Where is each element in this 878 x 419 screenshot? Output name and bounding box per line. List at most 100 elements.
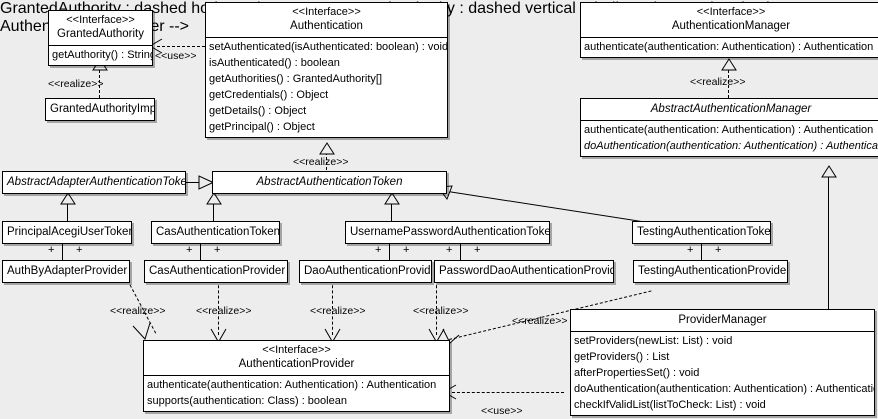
class-members-authentication: setAuthenticated(isAuthenticated: boolea…	[206, 37, 447, 137]
class-members-abstract-authentication-manager: authenticate(authentication: Authenticat…	[581, 120, 878, 156]
edge-label-use-authentication-grantedauthority: <<use>>	[155, 50, 197, 62]
class-name-testing-authentication-token: TestingAuthenticationToken	[637, 226, 770, 238]
multiplicity-plus: +	[186, 244, 193, 256]
class-name-granted-authority-impl: GrantedAuthorityImpl	[50, 103, 154, 115]
multiplicity-plus: +	[403, 244, 410, 256]
association-edge-upt-daoprovider	[389, 243, 390, 260]
class-name-abstract-authentication-manager: AbstractAuthenticationManager	[650, 103, 812, 115]
generalization-edge-providermanager	[828, 176, 829, 309]
edge-label-realize-casauthenticationprovider: <<realize>>	[196, 305, 252, 317]
method-isauthenticated: isAuthenticated() : boolean	[209, 57, 340, 69]
realize-edge-abstractauthenticationtoken	[326, 152, 327, 175]
edge-label-realize-authbyadapterprovider: <<realize>>	[110, 305, 166, 317]
realize-edge-grantedauthorityimpl	[99, 70, 100, 98]
class-box-cas-authentication-token[interactable]: CasAuthenticationToken	[151, 221, 280, 244]
class-header-auth-by-adapter-provider: AuthByAdapterProvider	[3, 261, 129, 282]
realize-edge-passworddaoauthenticationprovider	[436, 280, 437, 335]
class-header-authentication-manager: <<Interface>> AuthenticationManager	[581, 3, 878, 37]
class-box-authentication[interactable]: <<Interface>> Authentication setAuthenti…	[205, 2, 448, 138]
class-members-authentication-manager: authenticate(authentication: Authenticat…	[581, 37, 878, 57]
class-header-abstract-authentication-manager: AbstractAuthenticationManager	[581, 99, 878, 120]
class-box-principal-acegi-user-token[interactable]: PrincipalAcegiUserToken	[2, 221, 132, 244]
class-name-testing-authentication-provider: TestingAuthenticationProvider	[638, 265, 787, 277]
edge-label-realize-daoauthenticationprovider: <<realize>>	[310, 305, 366, 317]
class-box-granted-authority-impl[interactable]: GrantedAuthorityImpl	[45, 98, 155, 121]
edge-label-realize-abstractauthenticationtoken: <<realize>>	[293, 156, 349, 168]
association-edge-castoken-casprovider	[200, 243, 201, 260]
method-getcredentials: getCredentials() : Object	[209, 89, 329, 101]
class-box-authentication-manager[interactable]: <<Interface>> AuthenticationManager auth…	[580, 2, 878, 58]
class-box-username-password-authentication-token[interactable]: UsernamePasswordAuthenticationToken	[345, 221, 550, 244]
stereotype-interface: <<Interface>>	[696, 6, 766, 18]
class-name-authentication-manager: AuthenticationManager	[671, 20, 791, 32]
class-name-abstract-adapter-authentication-token: AbstractAdapterAuthenticationToken	[7, 176, 185, 188]
class-members-granted-authority: getAuthority() : String	[49, 45, 152, 65]
multiplicity-plus: +	[687, 244, 694, 256]
method-getdetails: getDetails() : Object	[209, 105, 307, 117]
arrowhead-open-realize-authbyadapter	[132, 322, 151, 340]
class-name-auth-by-adapter-provider: AuthByAdapterProvider	[7, 265, 128, 277]
class-box-testing-authentication-provider[interactable]: TestingAuthenticationProvider	[633, 260, 788, 283]
generalization-triangle-abstractauthenticationtoken-cas	[206, 192, 222, 205]
class-box-password-dao-authentication-provider[interactable]: PasswordDaoAuthenticationProvider	[434, 260, 614, 283]
class-header-provider-manager: ProviderManager	[571, 310, 874, 331]
class-header-cas-authentication-token: CasAuthenticationToken	[152, 222, 279, 243]
class-box-authentication-provider[interactable]: <<Interface>> AuthenticationProvider aut…	[143, 340, 450, 412]
class-header-password-dao-authentication-provider: PasswordDaoAuthenticationProvider	[435, 261, 613, 282]
method-getprincipal: getPrincipal() : Object	[209, 121, 315, 133]
method-afterpropertiesset: afterPropertiesSet() : void	[574, 367, 700, 379]
class-name-abstract-authentication-token: AbstractAuthenticationToken	[256, 176, 403, 188]
class-box-auth-by-adapter-provider[interactable]: AuthByAdapterProvider	[2, 260, 130, 283]
class-name-cas-authentication-provider: CasAuthenticationProvider	[149, 265, 286, 277]
realize-edge-daoauthenticationprovider	[332, 280, 333, 335]
multiplicity-plus: +	[76, 244, 83, 256]
class-header-abstract-authentication-token: AbstractAuthenticationToken	[213, 172, 446, 193]
class-box-granted-authority[interactable]: <<Interface>> GrantedAuthority getAuthor…	[48, 10, 153, 66]
method-getauthorities: getAuthorities() : GrantedAuthority[]	[209, 73, 383, 85]
generalization-edge-usernamepasswordtoken	[391, 204, 392, 221]
class-name-password-dao-authentication-provider: PasswordDaoAuthenticationProvider	[439, 265, 613, 277]
generalization-triangle-abstractauthenticationtoken-left	[198, 175, 215, 190]
class-box-testing-authentication-token[interactable]: TestingAuthenticationToken	[632, 221, 771, 244]
class-box-provider-manager[interactable]: ProviderManager setProviders(newList: Li…	[570, 309, 875, 416]
edge-label-realize-abstractauthenticationmanager: <<realize>>	[690, 76, 746, 88]
arrowhead-open-realize-testing	[442, 328, 460, 344]
stereotype-interface: <<Interface>>	[292, 6, 361, 18]
multiplicity-plus: +	[214, 244, 221, 256]
class-name-authentication: Authentication	[290, 20, 363, 32]
class-box-abstract-adapter-authentication-token[interactable]: AbstractAdapterAuthenticationToken	[2, 171, 186, 194]
class-box-dao-authentication-provider[interactable]: DaoAuthenticationProvider	[299, 260, 432, 283]
class-name-principal-acegi-user-token: PrincipalAcegiUserToken	[7, 226, 131, 238]
class-name-cas-authentication-token: CasAuthenticationToken	[156, 226, 279, 238]
generalization-edge-casauthenticationtoken	[213, 204, 214, 221]
class-header-dao-authentication-provider: DaoAuthenticationProvider	[300, 261, 431, 282]
generalization-triangle-abstractauthenticationtoken-upt	[384, 192, 400, 205]
class-box-abstract-authentication-manager[interactable]: AbstractAuthenticationManager authentica…	[580, 98, 878, 157]
realize-edge-abstractauthenticationmanager	[728, 70, 729, 98]
class-header-authentication: <<Interface>> Authentication	[206, 3, 447, 37]
realize-edge-casauthenticationprovider	[218, 280, 219, 335]
method-getproviders: getProviders() : List	[574, 351, 670, 363]
class-header-username-password-authentication-token: UsernamePasswordAuthenticationToken	[346, 222, 549, 243]
association-edge-principaltoken-authbyadapter	[62, 243, 63, 260]
class-box-cas-authentication-provider[interactable]: CasAuthenticationProvider	[144, 260, 288, 283]
class-header-testing-authentication-token: TestingAuthenticationToken	[633, 222, 770, 243]
class-header-abstract-adapter-authentication-token: AbstractAdapterAuthenticationToken	[3, 172, 185, 193]
generalization-triangle-authenticationmanager	[721, 58, 737, 71]
method-checkifvalidlist: checkIfValidList(listToCheck: List) : vo…	[574, 399, 766, 411]
method-authenticate: authenticate(authentication: Authenticat…	[584, 124, 874, 136]
method-setauthenticated: setAuthenticated(isAuthenticated: boolea…	[209, 41, 447, 53]
edge-label-realize-grantedauthorityimpl: <<realize>>	[48, 78, 104, 90]
class-name-provider-manager: ProviderManager	[678, 314, 767, 326]
class-header-principal-acegi-user-token: PrincipalAcegiUserToken	[3, 222, 131, 243]
use-edge-authentication-grantedauthority	[157, 46, 205, 47]
edge-label-realize-testingauthenticationprovider: <<realize>>	[512, 315, 568, 327]
edge-label-use-providermanager: <<use>>	[481, 405, 523, 417]
class-header-authentication-provider: <<Interface>> AuthenticationProvider	[144, 341, 449, 375]
method-setproviders: setProviders(newList: List) : void	[574, 335, 733, 347]
class-members-authentication-provider: authenticate(authentication: Authenticat…	[144, 375, 449, 411]
use-edge-providermanager-authenticationprovider	[452, 392, 564, 393]
method-getauthority: getAuthority() : String	[52, 49, 152, 61]
generalization-triangle-abstractadaptertoken	[60, 192, 76, 205]
class-box-abstract-authentication-token[interactable]: AbstractAuthenticationToken	[212, 171, 447, 194]
